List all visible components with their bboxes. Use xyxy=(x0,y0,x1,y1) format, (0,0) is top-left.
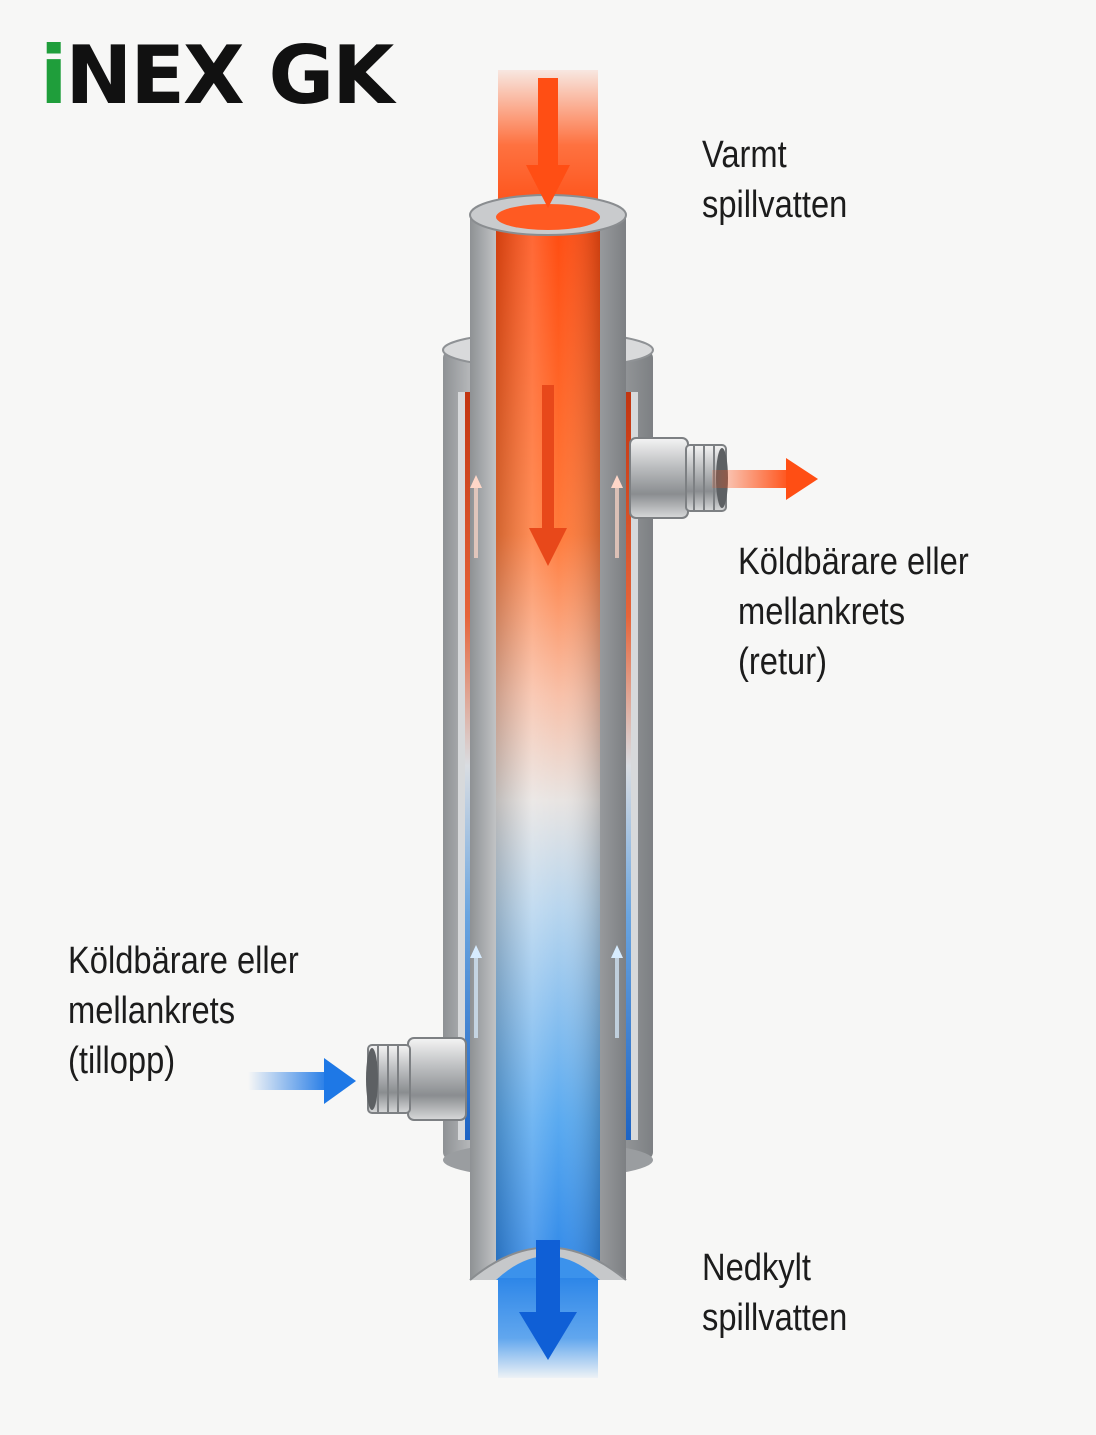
supply-connection-fitting xyxy=(366,1037,467,1121)
inner-pipe xyxy=(469,194,627,1281)
center-down-arrow xyxy=(529,385,567,566)
return-outflow-arrow xyxy=(712,458,818,500)
cooled-outlet-line-1: Nedkylt xyxy=(702,1247,811,1289)
return-label: Köldbärare eller mellankrets (retur) xyxy=(738,537,969,687)
hot-inlet-line-2: spillvatten xyxy=(702,184,848,226)
annulus-up-arrows xyxy=(470,475,623,1038)
hot-inlet-label: Varmt spillvatten xyxy=(702,130,847,230)
logo-text: NEX GK xyxy=(65,29,394,122)
supply-line-1: Köldbärare eller xyxy=(68,940,299,982)
inex-gk-logo: iNEX GK xyxy=(40,36,394,116)
cooled-outlet-line-2: spillvatten xyxy=(702,1297,848,1339)
cold-outflow-arrow xyxy=(519,1240,577,1360)
hot-inlet-line-1: Varmt xyxy=(702,134,787,176)
logo-prefix: i xyxy=(40,29,67,122)
return-line-2: mellankrets xyxy=(738,591,906,633)
return-line-1: Köldbärare eller xyxy=(738,541,969,583)
cooled-outlet-label: Nedkylt spillvatten xyxy=(702,1243,847,1343)
supply-label: Köldbärare eller mellankrets (tillopp) xyxy=(68,936,299,1086)
return-connection-fitting xyxy=(629,437,728,519)
supply-inflow-arrow xyxy=(248,1058,356,1104)
hot-inflow-arrow xyxy=(526,78,570,208)
supply-line-2: mellankrets xyxy=(68,990,236,1032)
return-line-3: (retur) xyxy=(738,641,827,683)
supply-line-3: (tillopp) xyxy=(68,1040,176,1082)
